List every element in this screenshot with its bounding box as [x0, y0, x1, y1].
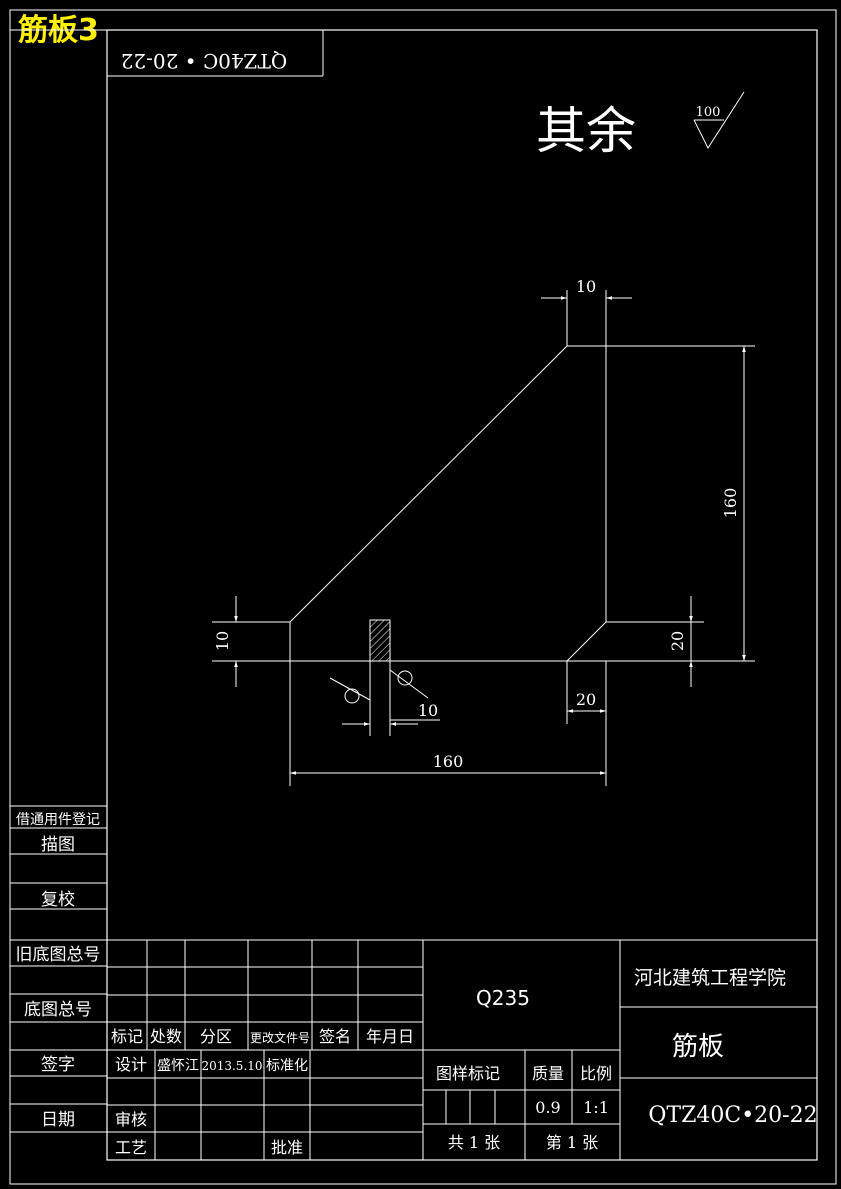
base-number-label: 底图总号: [24, 1000, 92, 1020]
dim-right-height-text: 160: [721, 488, 740, 519]
part-outline: [212, 345, 692, 662]
review-label: 审核: [115, 1110, 147, 1129]
old-base-number-label: 旧底图总号: [16, 945, 101, 965]
design-date: 2013.5.10: [201, 1059, 262, 1073]
borrow-register: 借通用件登记: [16, 812, 100, 828]
dim-bottom-small-text: 20: [576, 690, 596, 709]
dim-right-small-text: 20: [668, 631, 687, 651]
left-column: 借通用件登记 描图 复校 旧底图总号 底图总号 签字 日期: [10, 805, 107, 1133]
material-text: Q235: [476, 986, 530, 1010]
pattern-mark-label: 图样标记: [436, 1064, 500, 1083]
mass-label: 质量: [532, 1064, 564, 1083]
dim-bottom-width: 160: [289, 661, 606, 786]
scale-value: 1:1: [583, 1098, 609, 1117]
sheet-number: 第 1 张: [546, 1133, 598, 1152]
part-name: 筋板: [672, 1032, 724, 1062]
rev-header-file: 更改文件号: [250, 1030, 310, 1045]
weld-size-text: 10: [418, 701, 438, 720]
date-label: 日期: [41, 1110, 75, 1130]
recheck-label: 复校: [41, 890, 75, 910]
process-label: 工艺: [115, 1138, 147, 1157]
total-sheets: 共 1 张: [448, 1133, 500, 1152]
signature-label: 签字: [41, 1055, 75, 1075]
designer-name: 盛怀江: [157, 1058, 199, 1074]
school-name: 河北建筑工程学院: [634, 967, 786, 989]
dim-bottom-small: 20: [566, 661, 607, 786]
rotated-number-box: QTZ40C • 20-22: [107, 30, 324, 77]
roughness-symbol: 100: [693, 91, 745, 150]
rev-header-zone: 分区: [200, 1027, 232, 1046]
trace-label: 描图: [41, 835, 75, 855]
dim-right-height: 160: [606, 345, 755, 662]
scale-label: 比例: [580, 1064, 612, 1083]
design-label: 设计: [115, 1055, 147, 1074]
rotated-drawing-number: QTZ40C • 20-22: [121, 49, 288, 73]
section-view: 10: [329, 619, 440, 736]
rev-header-count: 处数: [150, 1027, 182, 1046]
outer-frame: [9, 9, 837, 1185]
approve-label: 批准: [271, 1138, 303, 1157]
standardize-label: 标准化: [266, 1058, 308, 1074]
dim-left-height-text: 10: [213, 631, 232, 651]
dim-left-height: 10: [212, 596, 290, 687]
mass-value: 0.9: [535, 1098, 560, 1117]
inner-frame: [106, 29, 818, 1161]
rev-header-mark: 标记: [111, 1027, 143, 1046]
dim-top-width: 10: [541, 277, 632, 346]
drawing-number: QTZ40C•20-22: [648, 1103, 817, 1128]
roughness-prefix: 其余: [536, 102, 636, 160]
roughness-value: 100: [696, 105, 721, 120]
dim-bottom-width-text: 160: [433, 752, 464, 771]
title-block: 标记 处数 分区 更改文件号 签名 年月日 设计 盛怀江 2013.5.10 标…: [107, 939, 818, 1160]
rev-header-sign: 签名: [319, 1027, 351, 1046]
dim-top-width-text: 10: [576, 277, 596, 296]
dim-right-small: 20: [606, 596, 704, 687]
rev-header-date: 年月日: [366, 1027, 414, 1046]
